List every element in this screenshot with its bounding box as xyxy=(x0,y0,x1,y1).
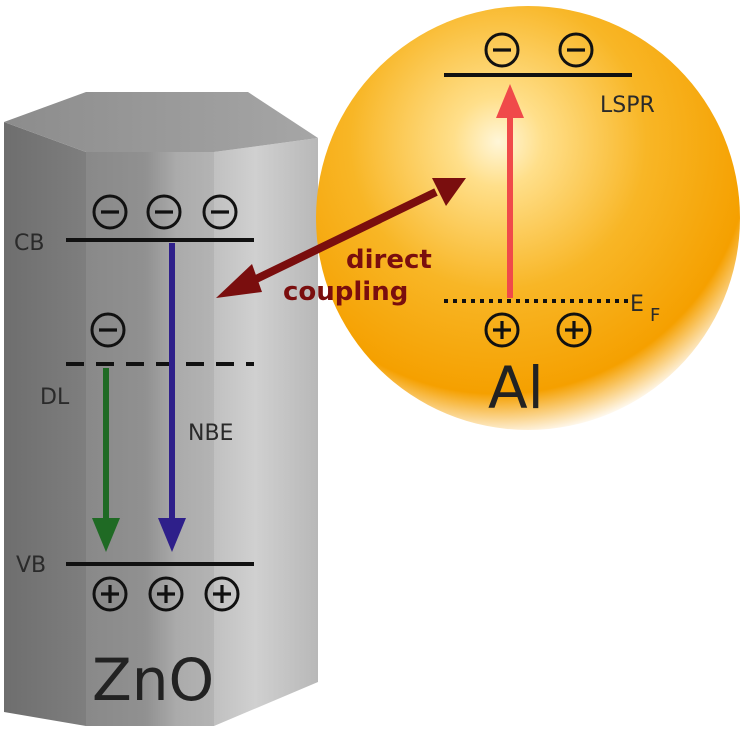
coupling-label-line1: direct xyxy=(346,245,432,275)
charge-carriers xyxy=(90,32,594,612)
dl-label: DL xyxy=(40,385,70,410)
zno-prism-top-face xyxy=(4,92,318,152)
al-nanoparticle xyxy=(316,6,740,430)
vb-hole-icon xyxy=(204,576,240,612)
fermi-label: E F xyxy=(630,292,660,326)
vb-label: VB xyxy=(16,553,46,578)
nbe-transition-arrow xyxy=(158,243,186,552)
lspr-electron-icon xyxy=(558,32,594,68)
lspr-label: LSPR xyxy=(600,93,655,118)
dl-transition-arrow xyxy=(92,368,120,552)
fermi-label-subscript: F xyxy=(650,305,660,326)
cb-electron-icon xyxy=(146,194,182,230)
zno-prism-front-face xyxy=(86,152,214,726)
lspr-excitation-arrow xyxy=(496,84,524,298)
fermi-hole-icon xyxy=(556,312,592,348)
vb-hole-icon xyxy=(148,576,184,612)
lspr-electron-icon xyxy=(484,32,520,68)
nbe-label: NBE xyxy=(188,421,233,446)
fermi-label-e: E xyxy=(630,292,644,317)
fermi-hole-icon xyxy=(484,312,520,348)
zno-material-label: ZnO xyxy=(92,646,214,714)
dl-electron-icon xyxy=(90,312,126,348)
cb-electron-icon xyxy=(92,194,128,230)
al-material-label: Al xyxy=(488,354,544,422)
vb-hole-icon xyxy=(92,576,128,612)
cb-label: CB xyxy=(14,231,44,256)
direct-coupling-arrow xyxy=(216,178,466,298)
zno-crystal xyxy=(4,92,318,726)
cb-electron-icon xyxy=(202,194,238,230)
zno-prism-body xyxy=(4,122,318,726)
coupling-label-line2: coupling xyxy=(283,277,408,307)
